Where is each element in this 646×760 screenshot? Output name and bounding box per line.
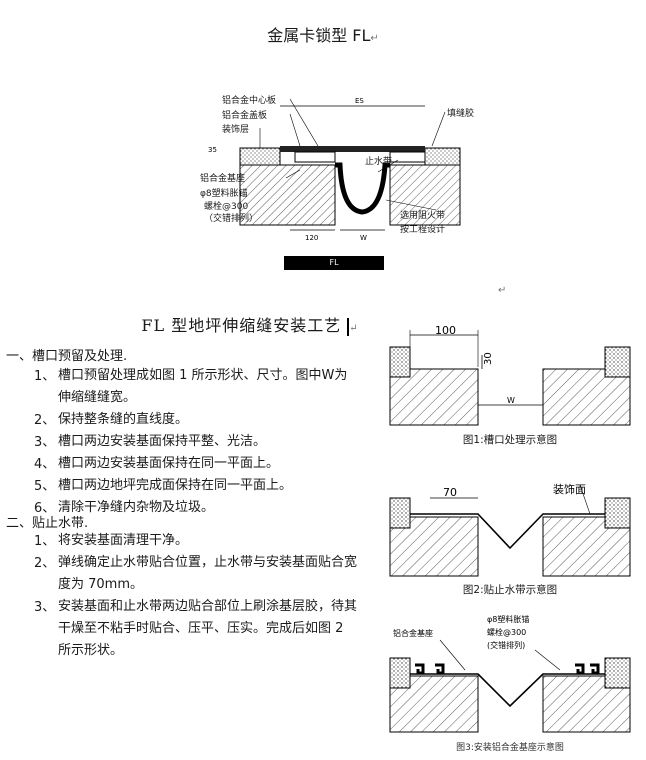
list-item: 3、 安装基面和止水带两边贴合部位上刷涂基层胶，待其干燥至不粘手时贴合、压平、压… — [34, 599, 358, 658]
fig3-diagram: 铝合金基座 φ8塑料胀锚 螺栓@300 (交错排列) — [389, 614, 631, 733]
list-item: 5、 槽口两边地坪完成面保持在同一平面上。 — [34, 478, 293, 494]
process-title: FL 型地坪伸缩缝安装工艺 ↵ — [0, 312, 500, 336]
label-sealant: 填缝胶 — [447, 109, 475, 119]
fig2-caption: 图2:贴止水带示意图 — [462, 584, 558, 596]
label-anchor: φ8塑料胀锚 — [200, 189, 248, 199]
label-cover-plate: 铝合金盖板 — [222, 111, 268, 121]
fig3-label-bolt: 螺栓@300 — [487, 627, 526, 637]
list-item: 6、 清除干净缝内杂物及垃圾。 — [34, 500, 215, 516]
label-design: 按工程设计 — [400, 225, 446, 235]
fig2-diagram: 70 装饰面 — [389, 482, 631, 577]
paragraph-mark-icon: ↵ — [349, 323, 359, 334]
fig3-caption: 图3:安装铝合金基座示意图 — [456, 743, 564, 753]
paragraph-mark-icon: ↵ — [370, 33, 379, 44]
fig2-dim-70: 70 — [443, 486, 457, 499]
fig3-label-base: 铝合金基座 — [393, 628, 433, 638]
text-cursor — [347, 317, 350, 336]
fig2-label-finish: 装饰面 — [553, 482, 586, 496]
dim-35: 35 — [208, 146, 217, 154]
dim-120: 120 — [305, 234, 318, 242]
label-waterstop: 止水带 — [365, 157, 393, 167]
label-staggered: （交错排列） — [204, 214, 259, 224]
list-item: 1、 槽口预留处理成如图 1 所示形状、尺寸。图中W为伸缩缝缝宽。 — [34, 368, 348, 405]
fig3-label-anchor: φ8塑料胀锚 — [487, 614, 529, 624]
fig1-caption: 图1:槽口处理示意图 — [462, 434, 558, 446]
top-title-text: 金属卡锁型 FL — [267, 26, 371, 45]
label-firestop: 选用阻火带 — [400, 211, 446, 221]
fig1-dim-100: 100 — [435, 325, 456, 337]
paragraph-mark-icon: ↵ — [498, 285, 507, 296]
fl-bar: FL — [284, 256, 384, 270]
label-center-plate: 铝合金中心板 — [222, 96, 277, 106]
fl-section-diagram: ES 120 W 35 — [208, 97, 461, 242]
top-title: 金属卡锁型 FL↵ — [0, 22, 646, 46]
fig3-label-staggered: (交错排列) — [487, 640, 525, 650]
list-item: 4、 槽口两边安装基面保持在同一平面上。 — [34, 456, 280, 472]
list-item: 3、 槽口两边安装基面保持平整、光洁。 — [34, 434, 267, 450]
dim-es: ES — [355, 97, 364, 105]
fig1-dim-30: 30 — [483, 352, 494, 365]
list-item: 2、 弹线确定止水带贴合位置，止水带与安装基面贴合宽度为 70mm。 — [34, 555, 358, 592]
process-title-text: FL 型地坪伸缩缝安装工艺 — [141, 316, 342, 335]
label-decor-layer: 装饰层 — [222, 125, 250, 135]
label-base: 铝合金基座 — [200, 174, 246, 184]
list-item: 2、 保持整条缝的直线度。 — [34, 412, 189, 428]
fig1-diagram: 100 30 W — [389, 325, 631, 426]
section2-heading: 二、贴止水带. — [6, 516, 89, 531]
dim-w: W — [360, 234, 367, 242]
label-bolt: 螺栓@300 — [204, 202, 249, 212]
section1-heading: 一、槽口预留及处理. — [6, 349, 128, 364]
fig1-dim-w: W — [507, 396, 515, 405]
list-item: 1、 将安装基面清理干净。 — [34, 533, 189, 549]
